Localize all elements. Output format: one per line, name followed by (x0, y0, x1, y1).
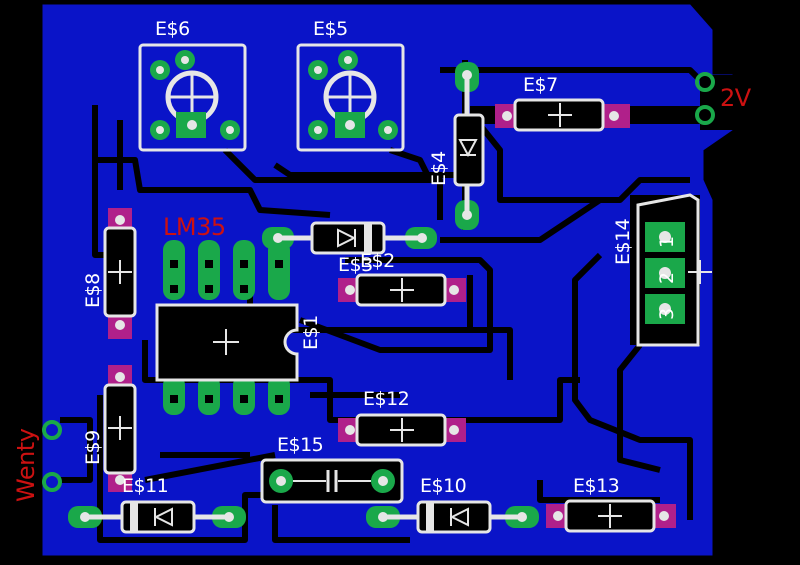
label-e5: E$5 (313, 18, 348, 40)
resistor-e7 (470, 98, 700, 132)
label-twenty: Wenty (12, 428, 40, 502)
capacitor-e15 (260, 458, 404, 504)
diode-e10 (366, 500, 539, 534)
label-e10: E$10 (420, 475, 467, 497)
diode-e11 (68, 500, 246, 534)
diode-e4 (453, 62, 485, 230)
trimmer-e6 (138, 43, 247, 152)
resistor-e12 (338, 413, 466, 447)
label-e1: E$1 (300, 315, 322, 350)
label-e7: E$7 (523, 74, 558, 96)
resistor-e3 (338, 273, 466, 307)
label-e9: E$9 (82, 430, 104, 465)
label-e11: E$11 (122, 475, 169, 497)
resistor-e8 (103, 208, 137, 339)
connector-pin-3: 3 (656, 308, 678, 320)
label-e12: E$12 (363, 388, 410, 410)
diode-e2 (262, 221, 437, 255)
resistor-e13 (546, 499, 676, 533)
trimmer-e5 (296, 43, 405, 152)
resistor-e9 (103, 365, 137, 492)
label-lm35: LM35 (163, 213, 226, 241)
connector-pin-1: 1 (656, 236, 678, 248)
label-e13: E$13 (573, 475, 620, 497)
label-12v: 2V (720, 84, 751, 112)
power-terminal-12v (695, 72, 715, 125)
label-e14: E$14 (612, 218, 634, 265)
label-e4: E$4 (428, 151, 450, 186)
label-e3: E$3 (338, 254, 373, 276)
connector-e14 (636, 193, 712, 347)
ic-e1 (155, 240, 299, 415)
label-e2: E$2 (360, 250, 395, 272)
terminal-twenty (42, 420, 62, 492)
connector-pin-2: 2 (656, 272, 678, 284)
label-e15: E$15 (277, 434, 324, 456)
label-e6: E$6 (155, 18, 190, 40)
label-e8: E$8 (82, 273, 104, 308)
